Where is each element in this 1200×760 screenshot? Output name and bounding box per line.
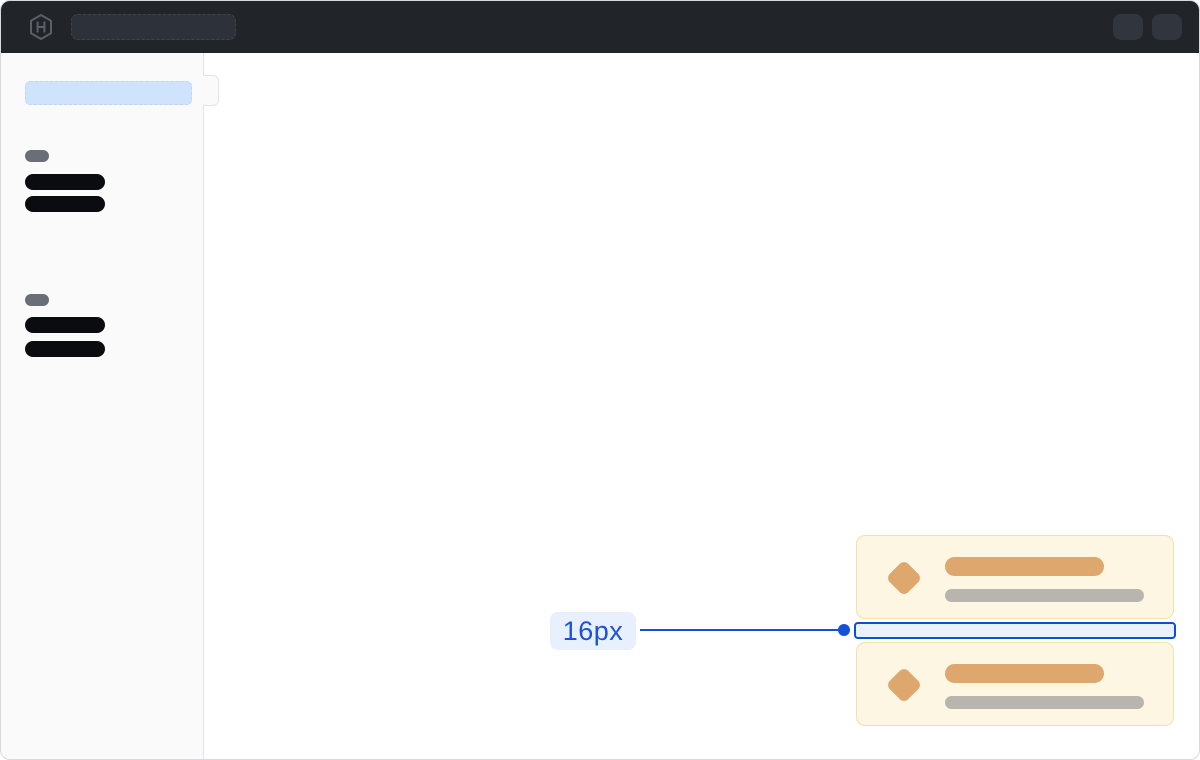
topbar — [1, 1, 1199, 53]
diamond-icon — [885, 559, 923, 597]
hashicorp-logo-icon — [29, 14, 53, 40]
sidebar-section-1-item-1[interactable] — [25, 174, 105, 190]
topbar-actions — [1113, 14, 1182, 40]
sidebar-flyout-tab[interactable] — [203, 75, 219, 106]
sidebar-section-1-label — [25, 150, 49, 162]
sidebar-section-1-item-2[interactable] — [25, 196, 105, 212]
list-item-card-2[interactable] — [856, 642, 1174, 726]
spacing-highlight-rect — [854, 622, 1176, 639]
measurement-dot — [838, 624, 850, 636]
card-title-placeholder — [945, 664, 1104, 683]
card-subtitle-placeholder — [945, 589, 1144, 602]
sidebar — [1, 53, 204, 759]
sidebar-section-2-item-1[interactable] — [25, 317, 105, 333]
card-subtitle-placeholder — [945, 696, 1144, 709]
list-item-card-1[interactable] — [856, 535, 1174, 619]
spacing-label: 16px — [550, 612, 636, 650]
topbar-action-placeholder-1[interactable] — [1113, 14, 1143, 40]
sidebar-section-2-label — [25, 294, 49, 306]
card-title-placeholder — [945, 557, 1104, 576]
topbar-action-placeholder-2[interactable] — [1152, 14, 1182, 40]
search-placeholder[interactable] — [71, 14, 236, 40]
sidebar-selected-item[interactable] — [25, 81, 192, 105]
sidebar-section-2-item-2[interactable] — [25, 341, 105, 357]
measurement-connector-line — [640, 629, 840, 631]
diamond-icon — [885, 666, 923, 704]
